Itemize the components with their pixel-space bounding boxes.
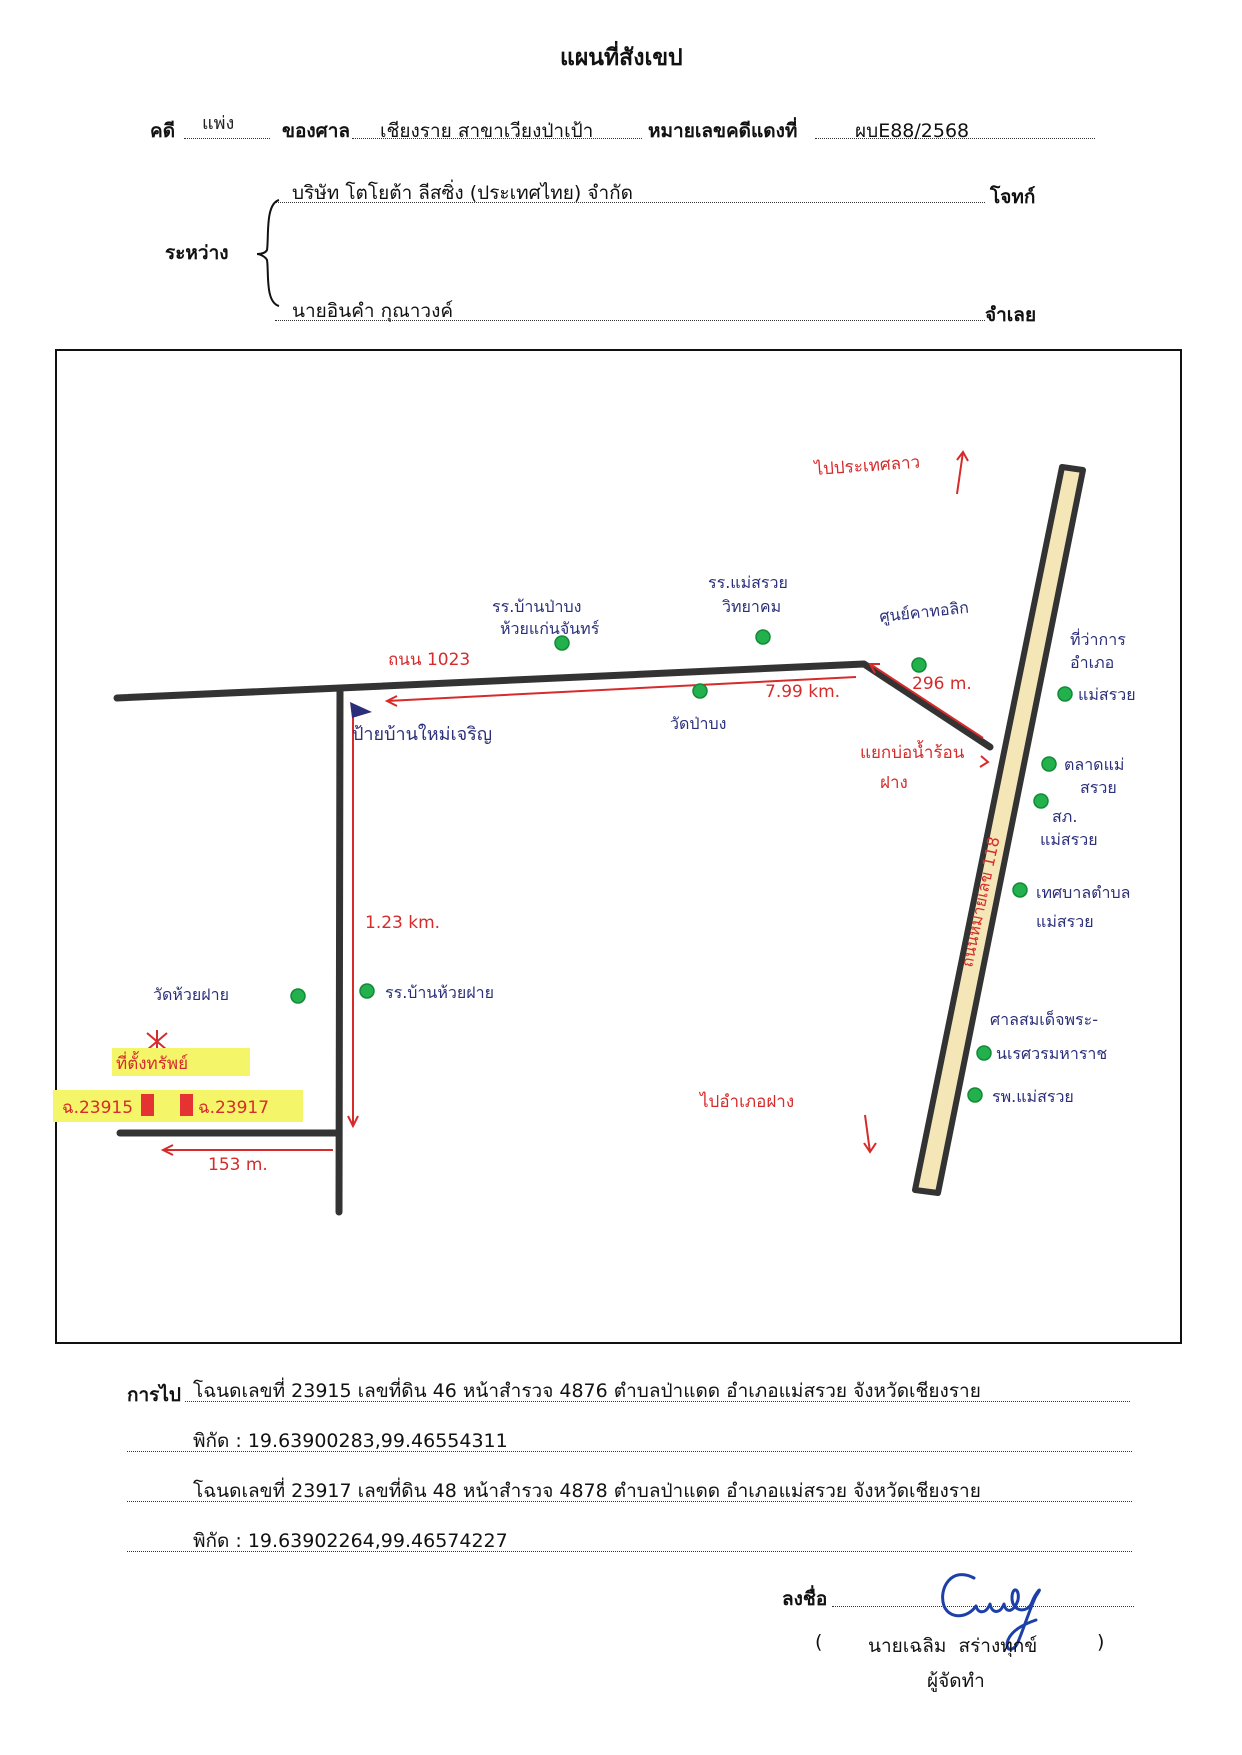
label-to-fang: ไปอำเภอฝาง (698, 1091, 794, 1112)
label-school-huaifai: รร.บ้านห้วยฝาย (385, 983, 494, 1002)
label-to-laos: ไปประเทศลาว (812, 452, 921, 480)
defendant-name: นายอินคำ กุณาวงค์ (292, 300, 454, 322)
municipality-dot (1012, 882, 1028, 898)
label-wat-pabong: วัดป่าบง (670, 714, 726, 733)
court-label: ของศาล (282, 120, 351, 142)
signer-open-paren: ( (815, 1631, 823, 1653)
school-maesuai-dot (755, 629, 771, 645)
label-junction-2: ฝาง (880, 773, 908, 793)
shrine-dot (976, 1045, 992, 1061)
parcel-b-marker (180, 1094, 193, 1116)
court-value: เชียงราย สาขาเวียงป่าเป้า (380, 120, 594, 142)
svg-text:ที่ว่าการ: ที่ว่าการ (1070, 628, 1126, 649)
label-parcel-a: ฉ.23915 (62, 1098, 133, 1118)
label-road-1023: ถนน 1023 (388, 650, 470, 670)
label-junction: แยกบ่อน้ำร้อน (860, 740, 965, 763)
hospital-dot (967, 1087, 983, 1103)
svg-text:ตลาดแม่: ตลาดแม่ (1064, 755, 1124, 774)
label-dist-1-23: 1.23 km. (365, 913, 440, 933)
plaintiff-name: บริษัท โตโยต้า ลีสซิ่ง (ประเทศไทย) จำกัด (292, 182, 634, 204)
label-catholic: ศูนย์คาทอลิก (878, 598, 969, 627)
catholic-center-dot (911, 657, 927, 673)
wat-huaifai-dot (290, 988, 306, 1004)
wat-pabong-dot (692, 683, 708, 699)
svg-text:เทศบาลตำบล: เทศบาลตำบล (1036, 883, 1130, 902)
route-label: การไป (127, 1384, 181, 1406)
label-dist-153: 153 m. (208, 1155, 268, 1175)
route-arrow-296 (869, 663, 984, 739)
label-wat-huaifai: วัดห้วยฝาย (153, 985, 229, 1004)
plaintiff-label: โจทก์ (990, 186, 1036, 208)
sign-marker-icon (350, 702, 372, 718)
route-line-4: พิกัด : 19.63902264,99.46574227 (193, 1530, 508, 1552)
label-dist-296: 296 m. (912, 674, 972, 694)
signature-icon (941, 1573, 1041, 1651)
svg-text:สภ.: สภ. (1052, 807, 1077, 826)
label-parcel-b: ฉ.23917 (198, 1098, 269, 1118)
red-case-no-value: ผบE88/2568 (855, 120, 970, 142)
road-south (335, 684, 344, 1216)
svg-text:รร.แม่สรวย: รร.แม่สรวย (708, 573, 788, 592)
signer-role: ผู้จัดทำ (927, 1670, 985, 1692)
route-line-3: โฉนดเลขที่ 23917 เลขที่ดิน 48 หน้าสำรวจ … (193, 1480, 981, 1502)
svg-text:อำเภอ: อำเภอ (1070, 653, 1114, 672)
svg-text:แม่สรวย: แม่สรวย (1036, 912, 1094, 931)
map-frame (55, 349, 1182, 1344)
sign-label: ลงชื่อ (782, 1588, 828, 1610)
district-office-dot (1057, 686, 1073, 702)
label-sign: ป้ายบ้านใหม่เจริญ (352, 723, 492, 745)
brace-icon (256, 199, 280, 307)
police-dot (1033, 793, 1049, 809)
arrow-to-laos (956, 451, 964, 495)
defendant-label: จำเลย (985, 304, 1037, 326)
market-dot (1041, 756, 1057, 772)
svg-text:รพ.แม่สรวย: รพ.แม่สรวย (992, 1087, 1074, 1106)
parcel-a-marker (141, 1094, 154, 1116)
label-site: ที่ตั้งทรัพย์ (116, 1051, 188, 1074)
arrow-to-south (864, 1114, 871, 1153)
road-1023 (113, 660, 994, 751)
signer-name: นายเฉลิม สร่างทุกข์ (868, 1635, 1038, 1657)
highway-118 (912, 464, 1086, 1196)
svg-text:รร.บ้านป่าบง: รร.บ้านป่าบง (492, 597, 581, 616)
label-dist-7-99: 7.99 km. (765, 682, 840, 702)
route-line-1: โฉนดเลขที่ 23915 เลขที่ดิน 46 หน้าสำรวจ … (193, 1380, 981, 1402)
red-case-no-label: หมายเลขคดีแดงที่ (648, 120, 798, 142)
svg-text:แม่สรวย: แม่สรวย (1078, 685, 1136, 704)
case-label: คดี (150, 120, 176, 142)
between-label: ระหว่าง (165, 242, 229, 264)
route-line-2: พิกัด : 19.63900283,99.46554311 (193, 1430, 508, 1452)
svg-text:ห้วยแก่นจันทร์: ห้วยแก่นจันทร์ (500, 619, 600, 638)
svg-text:วิทยาคม: วิทยาคม (722, 597, 781, 616)
school-huaifai-dot (359, 983, 375, 999)
svg-text:นเรศวรมหาราช: นเรศวรมหาราช (996, 1044, 1107, 1063)
signer-close-paren: ) (1097, 1631, 1105, 1653)
route-arrow-7-99 (386, 676, 857, 702)
svg-text:สรวย: สรวย (1080, 778, 1117, 797)
page-title: แผนที่สังเขป (560, 45, 683, 71)
school-pabong-dot (554, 635, 570, 651)
svg-text:แม่สรวย: แม่สรวย (1040, 830, 1098, 849)
svg-text:ศาลสมเด็จพระ-: ศาลสมเด็จพระ- (990, 1009, 1098, 1029)
case-value: แพ่ง (202, 113, 235, 134)
